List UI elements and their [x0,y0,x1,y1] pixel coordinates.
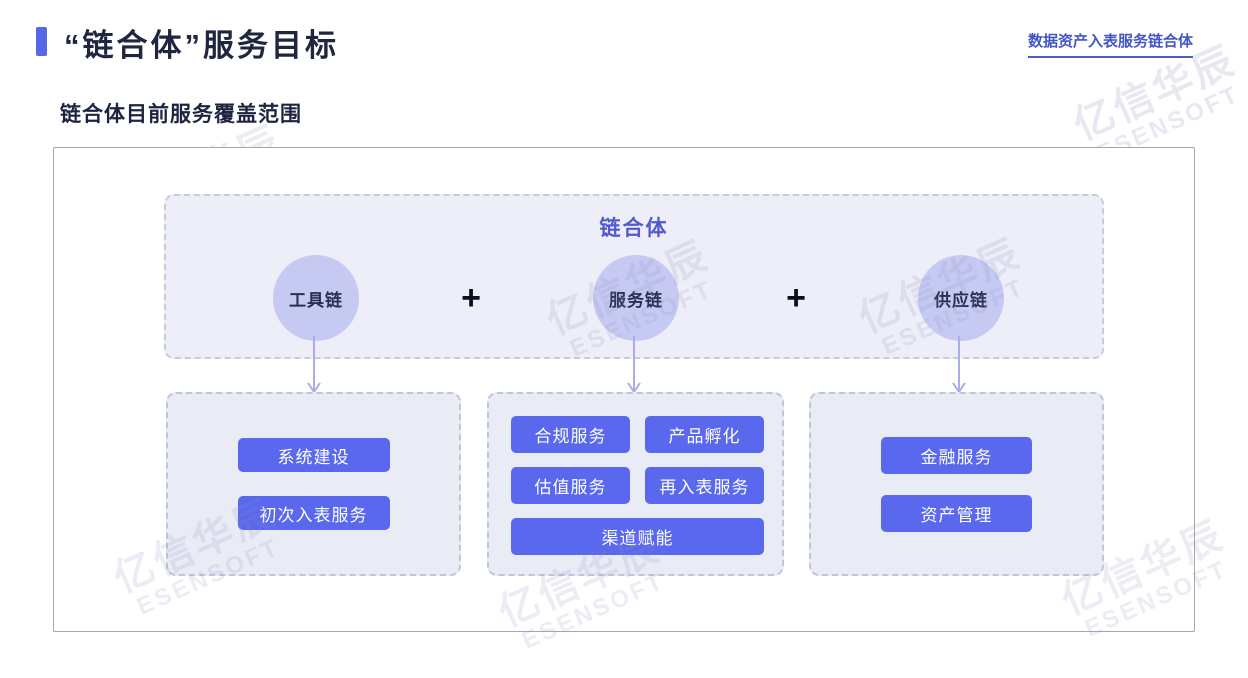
plus-icon: + [461,279,481,317]
service-chip: 资产管理 [881,495,1032,532]
chain-node-supply-chain: 供应链 [918,255,1004,341]
down-arrow-icon [952,336,966,394]
title-accent-bar [36,27,47,56]
chain-alliance-box: 链合体 工具链 + 服务链 + 供应链 [164,194,1104,359]
down-arrow-icon [307,336,321,394]
service-chip: 系统建设 [237,438,390,472]
down-arrow-icon [627,336,641,394]
chain-node-tool-chain: 工具链 [273,255,359,341]
button-grid: 合规服务 产品孵化 估值服务 再入表服务 渠道赋能 [511,416,764,555]
corner-link[interactable]: 数据资产入表服务链合体 [1027,30,1193,58]
group-supply-chain-services: 金融服务 资产管理 [809,392,1104,576]
button-stack: 金融服务 资产管理 [811,437,1102,532]
service-chip: 金融服务 [881,437,1032,474]
service-chip: 估值服务 [511,467,630,504]
diagram-panel: 链合体 工具链 + 服务链 + 供应链 系统建设 初次入表服务 [53,147,1195,632]
chain-node-service-chain: 服务链 [593,255,679,341]
service-chip: 再入表服务 [645,467,764,504]
service-chip: 初次入表服务 [237,496,390,530]
service-chip: 渠道赋能 [511,518,764,555]
group-service-chain-services: 合规服务 产品孵化 估值服务 再入表服务 渠道赋能 [487,392,784,576]
group-tool-chain-services: 系统建设 初次入表服务 [166,392,461,576]
service-chip: 合规服务 [511,416,630,453]
button-stack: 系统建设 初次入表服务 [168,438,459,530]
section-subtitle: 链合体目前服务覆盖范围 [60,103,302,126]
service-chip: 产品孵化 [645,416,764,453]
plus-icon: + [786,279,806,317]
chain-box-title: 链合体 [599,217,669,240]
page-title: “链合体”服务目标 [64,28,339,63]
